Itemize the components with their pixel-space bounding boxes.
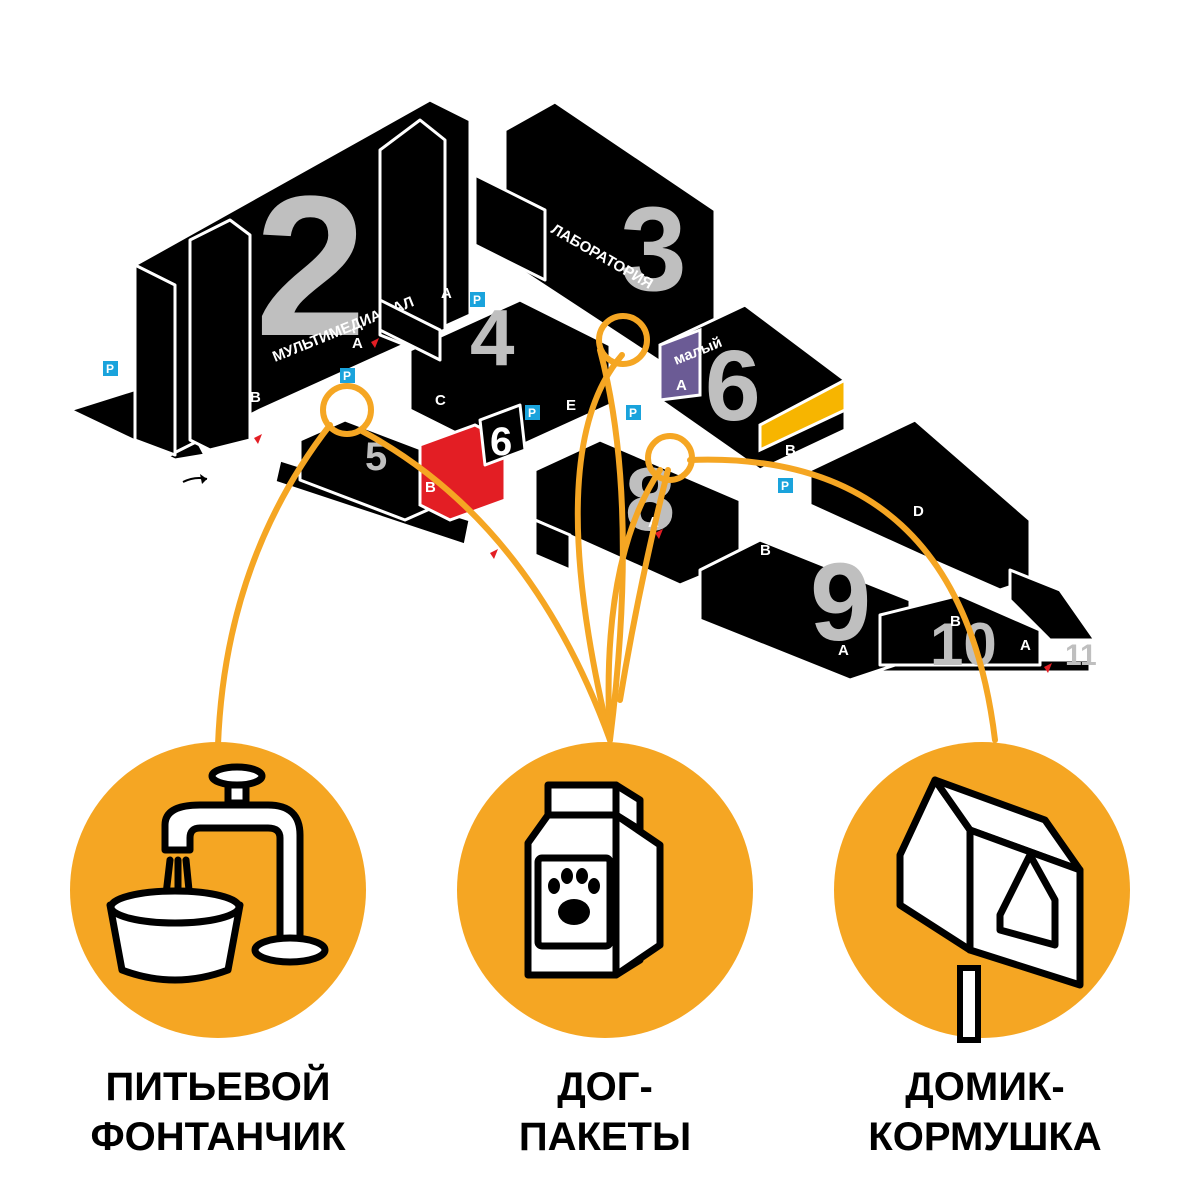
building-number-3: 3 bbox=[620, 182, 687, 316]
svg-text:B: B bbox=[950, 613, 961, 630]
parking-icon: P bbox=[778, 478, 793, 493]
building-number-5: 5 bbox=[365, 435, 387, 479]
svg-text:E: E bbox=[566, 397, 576, 414]
amenity-caption-feeder-line1: ДОМИК- bbox=[905, 1065, 1064, 1109]
building-5-6: 5 6 B bbox=[298, 403, 527, 522]
building-9: 9 B C E A bbox=[698, 538, 912, 682]
svg-text:B: B bbox=[425, 479, 436, 496]
building-number-9: 9 bbox=[810, 541, 871, 664]
location-marker-dogbags bbox=[596, 313, 650, 367]
parking-icon: P bbox=[340, 368, 355, 383]
svg-text:A: A bbox=[352, 335, 363, 352]
amenity-dogbags: ДОГ- ПАКЕТЫ bbox=[457, 742, 753, 1159]
building-number-7: 6 bbox=[705, 330, 761, 442]
svg-text:P: P bbox=[629, 406, 637, 420]
location-marker-feeder bbox=[645, 433, 695, 483]
building-number-6: 6 bbox=[490, 420, 512, 464]
svg-text:C: C bbox=[818, 542, 829, 559]
amenity-fountain: ПИТЬЕВОЙ ФОНТАНЧИК bbox=[70, 742, 366, 1159]
amenity-caption-fountain-line1: ПИТЬЕВОЙ bbox=[105, 1063, 330, 1109]
svg-text:P: P bbox=[781, 479, 789, 493]
svg-text:B: B bbox=[785, 442, 796, 459]
amenity-caption-dogbags-line2: ПАКЕТЫ bbox=[519, 1115, 691, 1159]
svg-text:A: A bbox=[441, 285, 452, 302]
amenity-caption-feeder-line2: КОРМУШКА bbox=[868, 1115, 1101, 1159]
entrance-markers bbox=[182, 338, 1052, 673]
amenity-caption-fountain-line2: ФОНТАНЧИК bbox=[90, 1115, 346, 1159]
connector-fountain bbox=[215, 422, 333, 748]
connector-dogbags-b bbox=[574, 352, 625, 743]
amenity-caption-dogbags-line1: ДОГ- bbox=[557, 1065, 653, 1109]
connector-feeder-b bbox=[617, 467, 671, 703]
svg-text:A: A bbox=[1020, 637, 1031, 654]
parking-icon: P bbox=[525, 405, 540, 420]
amenity-feeder: ДОМИК- КОРМУШКА bbox=[834, 742, 1130, 1159]
building-number-4: 4 bbox=[470, 293, 515, 382]
svg-text:P: P bbox=[528, 406, 536, 420]
connector-dogbags-d bbox=[597, 347, 626, 743]
dog-bag-pack-icon bbox=[524, 781, 664, 979]
connector-dogbags-a bbox=[357, 427, 613, 743]
connector-dogbags-c bbox=[605, 467, 663, 743]
svg-text:P: P bbox=[473, 293, 481, 307]
parking-icon: P bbox=[470, 292, 485, 307]
building-number-2: 2 bbox=[255, 155, 366, 378]
bird-feeder-house-icon bbox=[896, 776, 1084, 1043]
svg-text:C: C bbox=[435, 392, 446, 409]
svg-text:B: B bbox=[760, 542, 771, 559]
amenity-connectors bbox=[215, 347, 998, 748]
svg-text:P: P bbox=[343, 369, 351, 383]
svg-text:A: A bbox=[676, 377, 687, 394]
parking-icon: P bbox=[103, 361, 118, 376]
svg-text:A: A bbox=[838, 642, 849, 659]
building-10-11: 10 11 B A bbox=[878, 593, 1097, 678]
amenity-badge-fountain bbox=[70, 742, 366, 1038]
parking-signs: P P P P P P bbox=[103, 292, 793, 493]
svg-text:P: P bbox=[106, 362, 114, 376]
building-number-11: 11 bbox=[1065, 639, 1097, 672]
svg-text:E: E bbox=[878, 542, 888, 559]
connector-feeder bbox=[687, 456, 998, 743]
amenity-location-markers bbox=[320, 313, 695, 483]
building-12: D B bbox=[785, 418, 1097, 642]
building-7: малый 6 A bbox=[658, 303, 847, 472]
svg-text:B: B bbox=[250, 389, 261, 406]
drinking-fountain-icon bbox=[106, 763, 329, 984]
parking-icon: P bbox=[626, 405, 641, 420]
location-marker-fountain bbox=[320, 383, 374, 437]
svg-text:D: D bbox=[913, 503, 924, 520]
paw-print-icon bbox=[548, 868, 600, 925]
building-3: 3 ЛАБОРАТОРИЯ bbox=[473, 100, 717, 367]
